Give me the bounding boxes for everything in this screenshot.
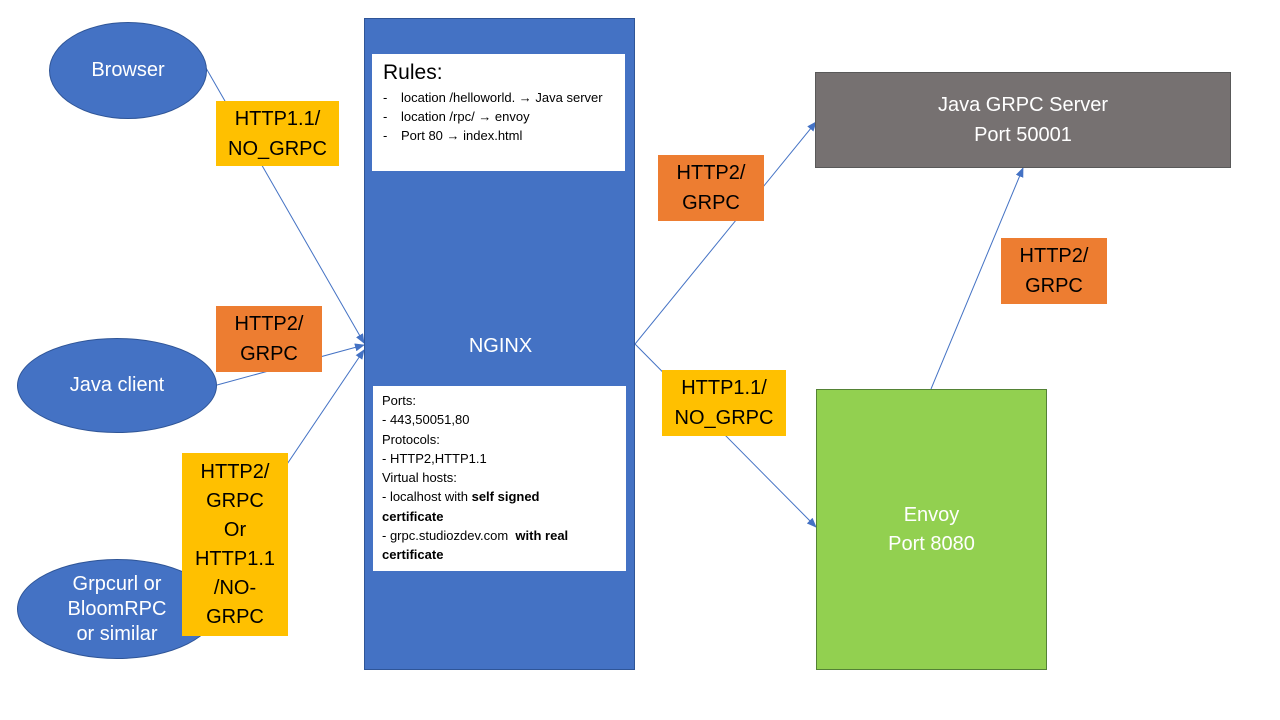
envoy-line2: Port 8080 bbox=[888, 532, 975, 555]
rule-text: location /helloworld. → Java server bbox=[401, 90, 603, 105]
protocol-line: HTTP2/ bbox=[200, 460, 270, 483]
java-grpc-server-node: Java GRPC Server Port 50001 bbox=[815, 72, 1231, 168]
nginx-config-panel: Ports: - 443,50051,80 Protocols: - HTTP2… bbox=[373, 386, 626, 571]
protocol-line: Or bbox=[223, 518, 247, 541]
vhost-localhost-bold2: certificate bbox=[382, 508, 444, 524]
grpcurl-label-line2: BloomRPC bbox=[67, 597, 167, 620]
protocol-line: HTTP1.1/ bbox=[234, 107, 321, 130]
vhost-studiozdev-bold: with real bbox=[515, 528, 569, 544]
browser-node: Browser bbox=[49, 22, 207, 119]
rule-item: - Port 80 → index.html bbox=[383, 126, 615, 145]
grpcurl-label-line1: Grpcurl or bbox=[72, 572, 162, 595]
vhost-localhost-cont: certificate bbox=[382, 507, 617, 526]
vhost-localhost-bold: self signed bbox=[471, 489, 540, 505]
protocol-line: GRPC bbox=[682, 192, 740, 214]
rule-text: location /rpc/ → envoy bbox=[401, 109, 530, 124]
grpcurl-label-line3: or similar bbox=[76, 622, 158, 645]
protocol-line: HTTP1.1 bbox=[194, 547, 276, 570]
protocol-line: GRPC bbox=[1025, 275, 1083, 297]
nginx-title: NGINX bbox=[468, 335, 533, 357]
rule-dash: - bbox=[383, 128, 388, 143]
vhost-studiozdev-cont: certificate bbox=[382, 545, 617, 564]
vhost-studiozdev: - grpc.studiozdev.com with real bbox=[382, 526, 617, 545]
protocol-line: NO_GRPC bbox=[228, 137, 327, 160]
rules-title: Rules: bbox=[383, 61, 443, 84]
protocol-line: /NO- bbox=[213, 576, 257, 599]
java-server-line2: Port 50001 bbox=[974, 124, 1072, 146]
vhosts-label: Virtual hosts: bbox=[382, 470, 457, 486]
nginx-to-envoy-protocol-label: HTTP1.1/ NO_GRPC bbox=[662, 370, 786, 436]
browser-protocol-label: HTTP1.1/ NO_GRPC bbox=[216, 101, 339, 166]
vhost-localhost: - localhost with self signed bbox=[382, 487, 617, 506]
rule-item: - location /rpc/ → envoy bbox=[383, 107, 615, 126]
protocols-value: - HTTP2,HTTP1.1 bbox=[382, 450, 487, 466]
java-client-node: Java client bbox=[17, 338, 217, 433]
protocol-line: GRPC bbox=[240, 343, 298, 365]
envoy-to-java-protocol-label: HTTP2/ GRPC bbox=[1001, 238, 1107, 304]
vhost-localhost-prefix: - localhost with bbox=[382, 489, 472, 505]
protocol-line: HTTP2/ bbox=[1019, 245, 1089, 267]
envoy-node: Envoy Port 8080 bbox=[816, 389, 1047, 670]
rule-dash: - bbox=[383, 90, 388, 105]
java-server-line1: Java GRPC Server bbox=[937, 94, 1109, 116]
protocol-line: HTTP2/ bbox=[676, 162, 746, 184]
protocol-line: GRPC bbox=[206, 489, 264, 512]
vhost-studiozdev-bold2: certificate bbox=[382, 547, 444, 563]
vhost-studiozdev-prefix: - grpc.studiozdev.com bbox=[382, 528, 516, 544]
grpcurl-protocol-label: HTTP2/ GRPC Or HTTP1.1 /NO- GRPC bbox=[182, 453, 288, 636]
rule-text: Port 80 → index.html bbox=[401, 128, 523, 143]
protocol-line: GRPC bbox=[206, 605, 264, 628]
rule-dash: - bbox=[383, 109, 388, 124]
protocols-label: Protocols: bbox=[382, 431, 440, 447]
ports-value: - 443,50051,80 bbox=[382, 412, 470, 428]
envoy-line1: Envoy bbox=[903, 503, 960, 526]
nginx-to-java-protocol-label: HTTP2/ GRPC bbox=[658, 155, 764, 221]
protocol-line: HTTP2/ bbox=[234, 313, 304, 335]
protocol-line: HTTP1.1/ bbox=[681, 377, 767, 399]
java-client-protocol-label: HTTP2/ GRPC bbox=[216, 306, 322, 372]
java-client-label: Java client bbox=[69, 374, 165, 396]
nginx-node: Rules: - location /helloworld. → Java se… bbox=[364, 18, 635, 670]
protocol-line: NO_GRPC bbox=[674, 407, 774, 429]
browser-label: Browser bbox=[91, 59, 165, 81]
rule-item: - location /helloworld. → Java server bbox=[383, 88, 615, 107]
nginx-rules-panel: Rules: - location /helloworld. → Java se… bbox=[372, 54, 625, 171]
ports-label: Ports: bbox=[382, 393, 416, 408]
